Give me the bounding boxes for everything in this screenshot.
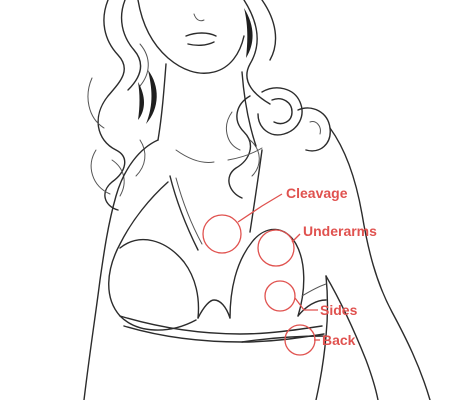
callout-back: Back <box>284 324 356 356</box>
callout-circle-sides <box>264 280 296 312</box>
callout-leader-underarms <box>291 233 301 243</box>
hair-right <box>225 0 331 199</box>
hair-left <box>87 0 157 211</box>
callout-label-cleavage: Cleavage <box>286 185 348 201</box>
callout-circle-cleavage <box>202 214 242 254</box>
callout-label-underarms: Underarms <box>303 223 377 239</box>
torso-outline <box>83 127 431 400</box>
callout-cleavage: Cleavage <box>202 185 348 254</box>
face-neck <box>137 0 257 147</box>
callout-underarms: Underarms <box>257 223 377 267</box>
callout-label-back: Back <box>322 332 356 348</box>
callout-leader-cleavage <box>237 193 283 223</box>
callout-circle-underarms <box>257 229 295 267</box>
callout-label-sides: Sides <box>320 302 358 318</box>
callout-sides: Sides <box>264 280 358 318</box>
callout-leader-sides <box>294 297 318 311</box>
figure-sketch <box>83 0 431 400</box>
